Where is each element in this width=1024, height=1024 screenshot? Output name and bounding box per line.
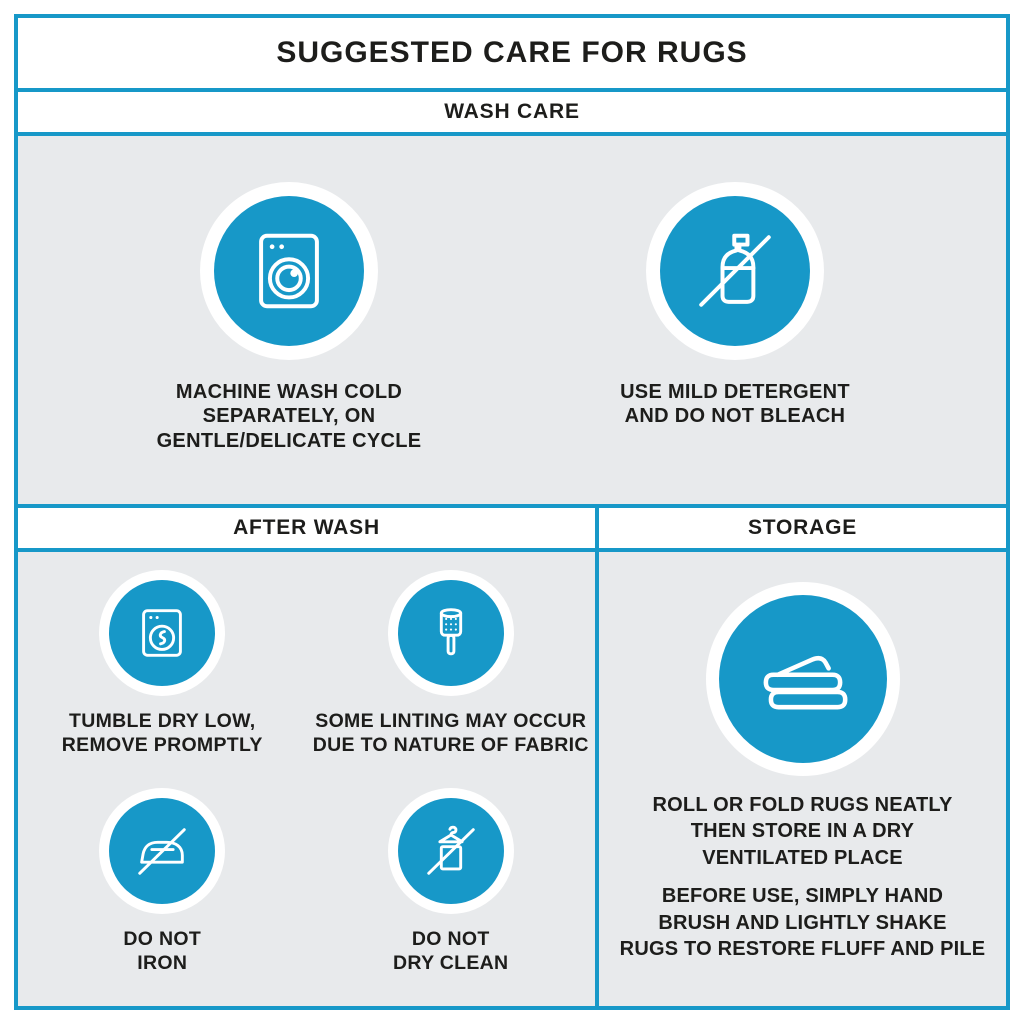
- care-instructions-card: SUGGESTED CARE FOR RUGS WASH CARE: [14, 14, 1010, 1010]
- care-item-label: DO NOT DRY CLEAN: [393, 928, 509, 974]
- care-item-label: MACHINE WASH COLD SEPARATELY, ON GENTLE/…: [156, 381, 422, 452]
- care-item-label: DO NOT IRON: [123, 928, 202, 974]
- title-bar: SUGGESTED CARE FOR RUGS: [18, 18, 1006, 92]
- care-item-label: USE MILD DETERGENT AND DO NOT BLEACH: [620, 381, 850, 428]
- folded-rugs-icon: [718, 595, 887, 763]
- care-item-label: TUMBLE DRY LOW, REMOVE PROMPTLY: [61, 710, 263, 756]
- wash-care-header: WASH CARE: [18, 92, 1006, 136]
- icon-badge: [387, 788, 514, 914]
- tumble-dry-icon: [109, 580, 216, 686]
- icon-badge: [99, 788, 226, 914]
- after-wash-column: AFTER WASH: [18, 508, 599, 1006]
- storage-section: ROLL OR FOLD RUGS NEATLY THEN STORE IN A…: [599, 552, 1006, 1006]
- washing-machine-icon: [214, 196, 364, 346]
- care-item-no-bleach: USE MILD DETERGENT AND DO NOT BLEACH: [560, 182, 910, 504]
- care-item-linting: SOME LINTING MAY OCCUR DUE TO NATURE OF …: [307, 570, 596, 788]
- after-wash-header: AFTER WASH: [18, 508, 595, 552]
- icon-badge: [387, 570, 514, 696]
- icon-badge: [705, 582, 900, 776]
- no-iron-icon: [109, 798, 216, 904]
- no-dry-clean-icon: [397, 798, 504, 904]
- icon-badge: [99, 570, 226, 696]
- care-item-machine-wash: MACHINE WASH COLD SEPARATELY, ON GENTLE/…: [114, 182, 464, 504]
- bottom-sections: AFTER WASH: [18, 508, 1006, 1006]
- care-item-no-dry-clean: DO NOT DRY CLEAN: [307, 788, 596, 1006]
- no-bleach-detergent-icon: [660, 196, 810, 346]
- care-item-no-iron: DO NOT IRON: [18, 788, 307, 1006]
- after-wash-grid: TUMBLE DRY LOW, REMOVE PROMPTLY: [18, 552, 595, 1006]
- icon-badge: [200, 182, 378, 360]
- storage-paragraph: ROLL OR FOLD RUGS NEATLY THEN STORE IN A…: [652, 794, 953, 869]
- storage-paragraph: BEFORE USE, SIMPLY HAND BRUSH AND LIGHTL…: [619, 885, 986, 960]
- storage-column: STORAGE ROLL OR FOLD RUGS NEATLY THEN: [599, 508, 1006, 1006]
- icon-badge: [646, 182, 824, 360]
- page-title: SUGGESTED CARE FOR RUGS: [276, 36, 748, 69]
- care-item-label: SOME LINTING MAY OCCUR DUE TO NATURE OF …: [312, 710, 589, 756]
- care-item-tumble-dry: TUMBLE DRY LOW, REMOVE PROMPTLY: [18, 570, 307, 788]
- storage-header: STORAGE: [599, 508, 1006, 552]
- lint-roller-icon: [397, 580, 504, 686]
- wash-care-section: MACHINE WASH COLD SEPARATELY, ON GENTLE/…: [18, 136, 1006, 508]
